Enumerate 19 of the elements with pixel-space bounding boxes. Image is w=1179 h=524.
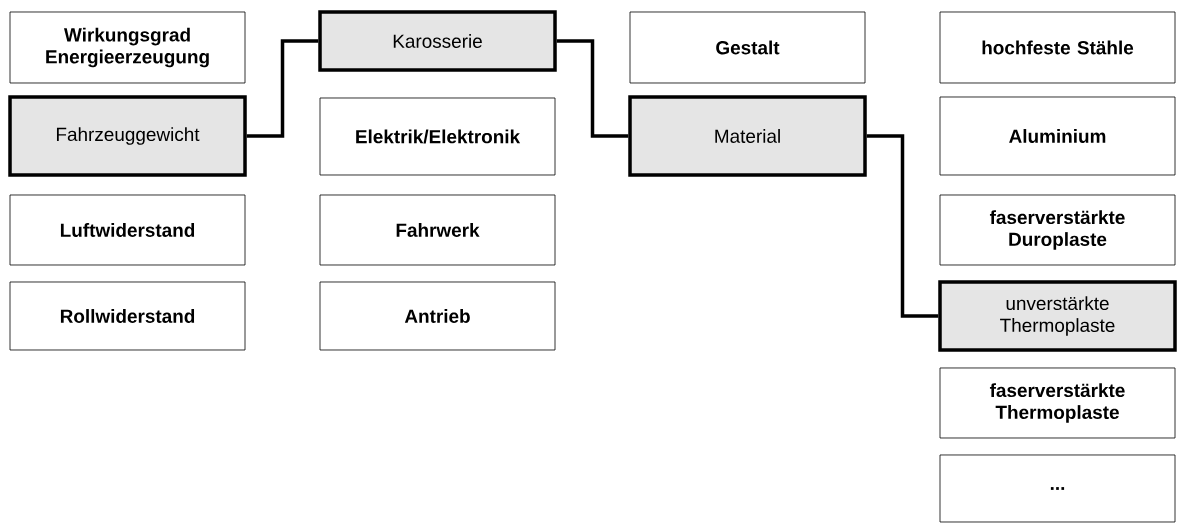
highlighted-box: Fahrzeuggewicht xyxy=(8,95,247,177)
text-box: faserverstärkte Thermoplaste xyxy=(939,367,1176,439)
connector-line xyxy=(866,134,939,318)
text-box: Luftwiderstand xyxy=(9,194,246,266)
text-box: Aluminium xyxy=(939,96,1176,176)
text-box: Fahrwerk xyxy=(319,194,556,266)
highlighted-box: unverstärkte Thermoplaste xyxy=(938,280,1177,352)
text-box: Antrieb xyxy=(319,281,556,351)
text-box: hochfeste Stähle xyxy=(939,11,1176,84)
highlighted-box: Karosserie xyxy=(318,10,557,72)
text-box: faserverstärkte Duroplaste xyxy=(939,194,1176,266)
text-box: Wirkungsgrad Energieerzeugung xyxy=(9,11,246,84)
connector-line xyxy=(246,39,319,138)
text-box: Gestalt xyxy=(629,11,866,84)
text-box: ... xyxy=(939,454,1176,523)
highlighted-box: Material xyxy=(628,95,867,177)
text-box: Rollwiderstand xyxy=(9,281,246,351)
connector-line xyxy=(556,39,629,138)
text-box: Elektrik/Elektronik xyxy=(319,97,556,176)
